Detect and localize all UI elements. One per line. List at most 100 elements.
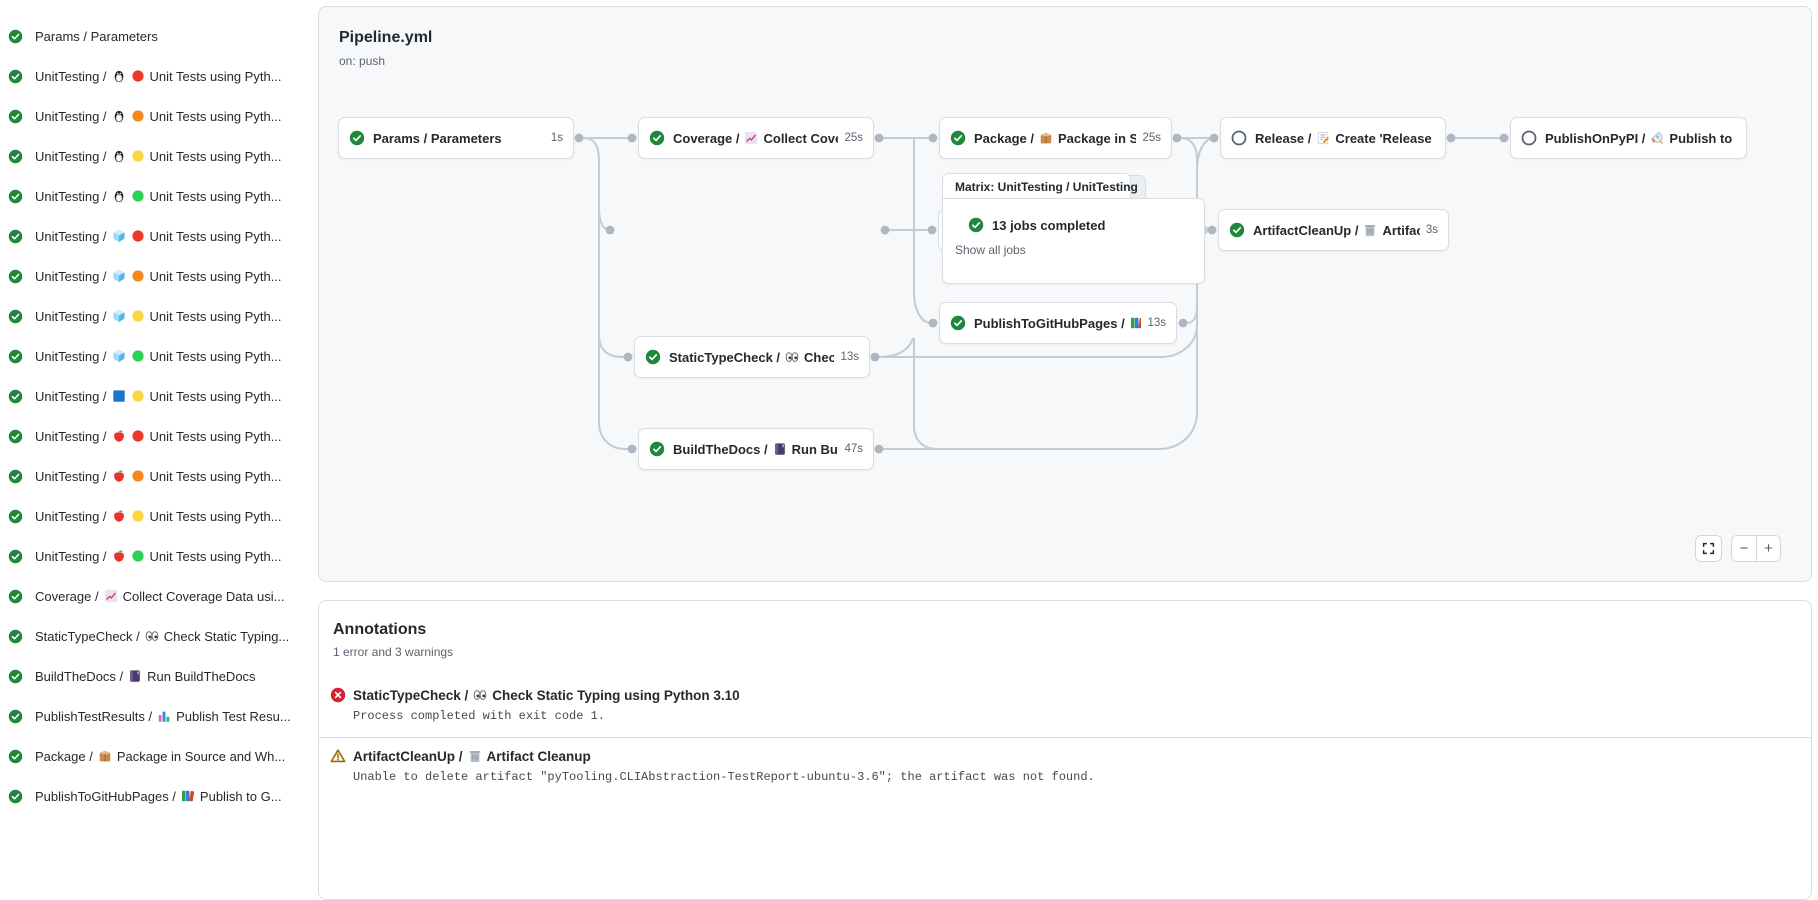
penguin-icon: [112, 189, 126, 203]
check-circle-icon: [8, 669, 23, 684]
sidebar-job-item[interactable]: UnitTesting /Unit Tests using Pyth...: [0, 496, 318, 536]
penguin-icon: [112, 149, 126, 163]
graph-node-coverage[interactable]: Coverage /Collect Cove...25s: [638, 117, 874, 159]
job-name-text: UnitTesting /: [35, 109, 107, 124]
sidebar-job-item[interactable]: UnitTesting /Unit Tests using Pyth...: [0, 136, 318, 176]
check-circle-icon: [8, 189, 23, 204]
check-circle-icon: [8, 749, 23, 764]
eyes-icon: [145, 629, 159, 643]
job-title-text: Unit Tests using Pyth...: [150, 349, 282, 364]
check-circle-icon: [8, 109, 23, 124]
job-title-text: Unit Tests using Pyth...: [150, 509, 282, 524]
matrix-group-tab[interactable]: Matrix: UnitTesting / UnitTesting: [942, 173, 1131, 200]
job-name-text: Coverage /: [673, 131, 739, 146]
job-name-text: UnitTesting /: [35, 429, 107, 444]
sidebar-job-item[interactable]: PublishTestResults /Publish Test Resu...: [0, 696, 318, 736]
sidebar-job-item[interactable]: UnitTesting / Unit Tests using Pyth...: [0, 336, 318, 376]
job-title-text: Publish to ...: [1669, 131, 1736, 146]
check-circle-icon: [8, 589, 23, 604]
job-name-text: StaticTypeCheck /: [353, 688, 468, 703]
graph-node-artifactcleanup[interactable]: ArtifactCleanUp /Artifac...3s: [1218, 209, 1449, 251]
sidebar-job-item[interactable]: Package / Package in Source and Wh...: [0, 736, 318, 776]
apple-icon: [112, 469, 126, 483]
job-title-text: Publish to G...: [200, 789, 282, 804]
graph-node-statictypecheck[interactable]: StaticTypeCheck /Chec...13s: [634, 336, 870, 378]
graph-node-release[interactable]: Release /Create 'Release P...: [1220, 117, 1446, 159]
annotation-job-link[interactable]: StaticTypeCheck / Check Static Typing usi…: [353, 688, 740, 703]
dot-yellow-icon: [131, 309, 145, 323]
job-title-text: Artifact Cleanup: [487, 749, 591, 764]
penguin-icon: [112, 109, 126, 123]
sidebar-job-item[interactable]: StaticTypeCheck /Check Static Typing...: [0, 616, 318, 656]
sidebar-job-item[interactable]: Params / Parameters: [0, 16, 318, 56]
graph-node-package[interactable]: Package /Package in So...25s: [939, 117, 1172, 159]
job-title-text: Publish Test Resu...: [176, 709, 291, 724]
job-title-text: Collect Coverage Data usi...: [123, 589, 285, 604]
annotation-job-link[interactable]: ArtifactCleanUp /Artifact Cleanup: [353, 749, 591, 764]
job-name-text: ArtifactCleanUp /: [1253, 223, 1358, 238]
apple-icon: [112, 549, 126, 563]
sidebar-job-item[interactable]: UnitTesting /Unit Tests using Pyth...: [0, 536, 318, 576]
check-circle-icon: [8, 509, 23, 524]
job-name-text: Params / Parameters: [373, 131, 502, 146]
dot-red-icon: [131, 69, 145, 83]
job-name-text: PublishOnPyPI /: [1545, 131, 1645, 146]
book-icon: [128, 669, 142, 683]
check-circle-icon: [1229, 222, 1245, 238]
dot-green-icon: [131, 189, 145, 203]
graph-node-params[interactable]: Params / Parameters 1s: [338, 117, 574, 159]
job-name-text: Package /: [35, 749, 93, 764]
job-duration: 13s: [1141, 317, 1166, 329]
sidebar-job-item[interactable]: UnitTesting /Unit Tests using Pyth...: [0, 176, 318, 216]
workflow-run-page: { "pipeline": { "title": "Pipeline.yml",…: [0, 0, 1818, 815]
annotation-row-warning: ArtifactCleanUp /Artifact CleanupUnable …: [319, 737, 1811, 798]
job-name-text: UnitTesting /: [35, 469, 107, 484]
job-title-text: Unit Tests using Pyth...: [150, 109, 282, 124]
sidebar-job-item[interactable]: BuildTheDocs /Run BuildTheDocs: [0, 656, 318, 696]
zoom-in-button[interactable]: +: [1756, 536, 1780, 561]
sidebar-job-item[interactable]: UnitTesting /Unit Tests using Pyth...: [0, 456, 318, 496]
matrix-group-card[interactable]: 13 jobs completed Show all jobs: [942, 198, 1205, 284]
fullscreen-button[interactable]: [1695, 535, 1722, 562]
ice-icon: [112, 229, 126, 243]
job-duration: 13s: [834, 351, 859, 363]
sidebar-job-item[interactable]: UnitTesting /Unit Tests using Pyth...: [0, 296, 318, 336]
job-name-text: Params / Parameters: [35, 29, 158, 44]
graph-node-buildthedocs[interactable]: BuildTheDocs /Run Buil...47s: [638, 428, 874, 470]
job-name-text: UnitTesting /: [35, 189, 107, 204]
sidebar-job-item[interactable]: UnitTesting / Unit Tests using Pyth...: [0, 416, 318, 456]
check-circle-icon: [950, 130, 966, 146]
check-circle-icon: [649, 441, 665, 457]
sidebar-job-item[interactable]: PublishToGitHubPages /Publish to G...: [0, 776, 318, 815]
sidebar-job-item[interactable]: Coverage / Collect Coverage Data usi...: [0, 576, 318, 616]
dot-orange-icon: [131, 469, 145, 483]
job-name-text: UnitTesting /: [35, 349, 107, 364]
show-all-jobs-link[interactable]: Show all jobs: [955, 243, 1204, 257]
job-title-text: Package in Source and Wh...: [117, 749, 285, 764]
dot-orange-icon: [131, 109, 145, 123]
dot-green-icon: [131, 549, 145, 563]
zoom-out-button[interactable]: −: [1732, 536, 1756, 561]
check-circle-icon: [8, 309, 23, 324]
job-name-text: BuildTheDocs /: [673, 442, 768, 457]
check-circle-icon: [8, 349, 23, 364]
sidebar-job-item[interactable]: UnitTesting /Unit Tests using Pyth...: [0, 376, 318, 416]
job-name-text: Coverage /: [35, 589, 99, 604]
sidebar-job-item[interactable]: UnitTesting /Unit Tests using Pyth...: [0, 56, 318, 96]
sidebar-job-item[interactable]: UnitTesting / Unit Tests using Pyth...: [0, 96, 318, 136]
job-duration: 25s: [1136, 132, 1161, 144]
job-duration: 1s: [545, 132, 563, 144]
graph-node-publishonpypi[interactable]: PublishOnPyPI / Publish to ...: [1510, 117, 1747, 159]
dot-yellow-icon: [131, 149, 145, 163]
job-title-text: Unit Tests using Pyth...: [150, 429, 282, 444]
job-title-text: Check Static Typing using Python 3.10: [492, 688, 739, 703]
eyes-icon: [785, 350, 799, 364]
sidebar-job-item[interactable]: UnitTesting /Unit Tests using Pyth...: [0, 256, 318, 296]
annotation-detail: Unable to delete artifact "pyTooling.CLI…: [353, 770, 1811, 784]
job-title-text: Unit Tests using Pyth...: [150, 549, 282, 564]
dot-yellow-icon: [131, 509, 145, 523]
sidebar-job-item[interactable]: UnitTesting /Unit Tests using Pyth...: [0, 216, 318, 256]
graph-node-publishtogithubpages[interactable]: PublishToGitHubPages /...13s: [939, 302, 1177, 344]
job-title-text: Chec...: [804, 350, 834, 365]
dot-red-icon: [131, 229, 145, 243]
